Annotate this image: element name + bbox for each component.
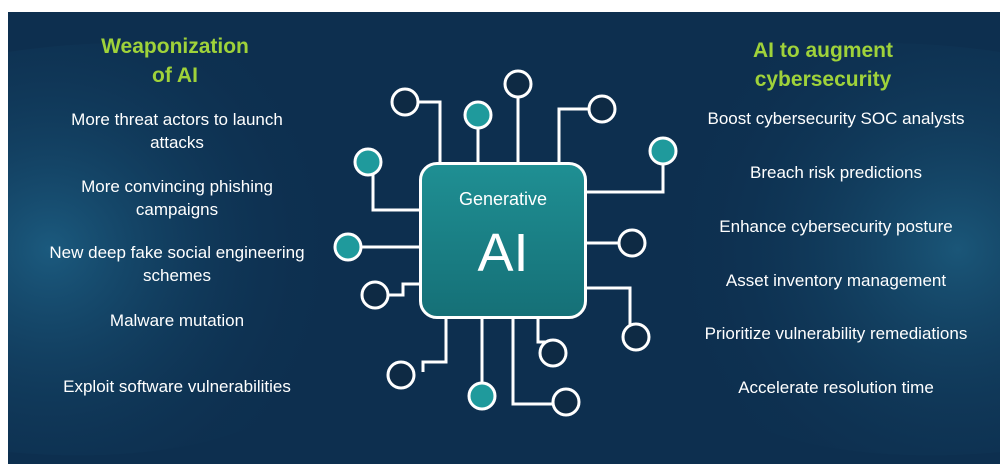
circuit-node-dark-icon: [386, 360, 416, 390]
circuit-node-dark-icon: [503, 69, 533, 99]
left-item-line2: attacks: [150, 133, 204, 152]
generative-ai-chip: Generative AI: [419, 162, 587, 319]
left-item-line1: More convincing phishing: [81, 177, 273, 196]
circuit-node-dark-icon: [390, 87, 420, 117]
left-item-line1: Exploit software vulnerabilities: [63, 377, 291, 396]
left-item-line1: Malware mutation: [109, 311, 245, 330]
chip-label: Generative: [458, 189, 548, 209]
circuit-nodes: [333, 69, 678, 417]
left-item-line2: schemes: [142, 266, 212, 285]
left-item-line1: New deep fake social engineering: [49, 243, 305, 262]
circuit-node-dark-icon: [621, 322, 651, 352]
background-art: [8, 43, 1000, 456]
right-item-vulnerability-remediations: Prioritize vulnerability remediations: [704, 324, 968, 343]
right-item-asset-inventory: Asset inventory management: [725, 271, 947, 290]
left-item-phishing: More convincing phishing campaigns: [18, 175, 336, 221]
circuit-node-dark-icon: [360, 280, 390, 310]
left-heading-line2: of AI: [152, 64, 198, 87]
circuit-node-teal-icon: [333, 232, 363, 262]
circuit-node-teal-icon: [353, 147, 383, 177]
infographic: Weaponization of AI More threat actors t…: [8, 12, 1000, 464]
circuit-node-dark-icon: [538, 338, 568, 368]
chip-title: AI: [477, 223, 529, 283]
circuit-node-dark-icon: [551, 387, 581, 417]
circuit-node-teal-icon: [463, 100, 493, 130]
left-item-deep-fake: New deep fake social engineering schemes: [18, 241, 336, 287]
right-item-security-posture: Enhance cybersecurity posture: [719, 217, 953, 236]
circuit-node-teal-icon: [648, 136, 678, 166]
left-item-line2: campaigns: [135, 200, 219, 219]
right-item-resolution-time: Accelerate resolution time: [738, 378, 934, 397]
circuit-node-dark-icon: [587, 94, 617, 124]
left-heading: Weaponization of AI: [70, 32, 280, 90]
right-item-breach-risk: Breach risk predictions: [750, 163, 922, 182]
right-heading: AI to augment cybersecurity: [708, 36, 938, 94]
right-panel-shape: [578, 43, 1000, 456]
circuit-node-teal-icon: [467, 381, 497, 411]
left-item-malware-mutation: Malware mutation: [18, 309, 336, 332]
left-panel-shape: [8, 43, 428, 456]
right-heading-line2: cybersecurity: [754, 68, 892, 91]
left-item-threat-actors: More threat actors to launch attacks: [18, 108, 336, 154]
left-item-exploit-vulnerabilities: Exploit software vulnerabilities: [18, 375, 336, 398]
circuit-node-dark-icon: [617, 228, 647, 258]
right-item-soc-analysts: Boost cybersecurity SOC analysts: [707, 109, 965, 128]
left-heading-line1: Weaponization: [101, 35, 249, 58]
left-item-line1: More threat actors to launch: [71, 110, 283, 129]
right-heading-line1: AI to augment: [753, 39, 893, 62]
